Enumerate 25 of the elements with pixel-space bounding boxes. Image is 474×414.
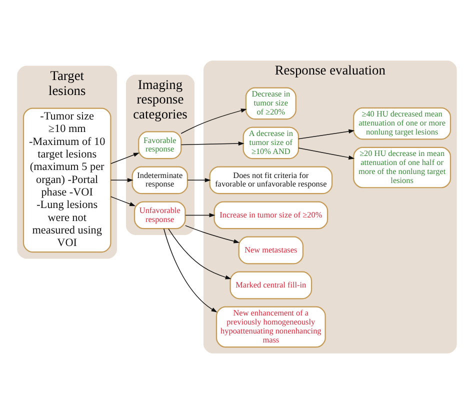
node-box: ≥40 HU decreased mean attenuation of one or more nonlung target lesions (353, 107, 452, 140)
node-box: A decrease in tumor size of ≥10% AND (242, 126, 300, 160)
node-box: Indeterminate response (132, 166, 188, 194)
arrow (180, 108, 247, 134)
arrow (163, 228, 218, 312)
arrow (110, 152, 140, 164)
node-box: Increase in tumor size of ≥20% (214, 201, 328, 230)
arrow (185, 213, 216, 218)
arrow (184, 225, 240, 244)
arrow (298, 129, 355, 140)
node-box: New metastases (238, 236, 304, 264)
node-box: Unfavorable response (134, 201, 186, 230)
arrow (180, 141, 244, 146)
node-box: ≥20 HU decrease in mean attenuation of one half or more of the nonlung target lesions (353, 146, 452, 188)
node-box: Does not fit criteria for favorable or unfavorable response (209, 166, 333, 194)
arrow (168, 228, 232, 280)
arrow (187, 178, 211, 182)
node-box: Marked central fill-in (230, 271, 312, 300)
node-box: -Tumor size ≥10 mm -Maximum of 10 target lesions (maximum 5 per organ) -Portal phase -VOI -Lung lesions were not measured using VOI (22, 108, 112, 253)
arrow (298, 148, 355, 160)
node-box: New enhancement of a previously homogeneously hypoattenuating nonenhancing mass (216, 306, 326, 348)
arrow (110, 178, 134, 182)
node-box: Favorable response (138, 131, 182, 160)
arrow (110, 196, 136, 206)
node-box: Decrease in tumor size of ≥20% (245, 87, 296, 120)
